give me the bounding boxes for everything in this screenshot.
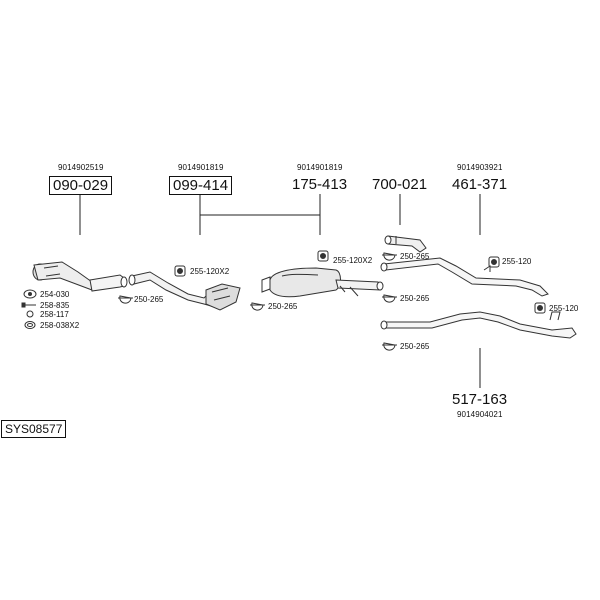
front-pipe-part[interactable] xyxy=(32,261,128,292)
accessory-label: 255-120 xyxy=(549,304,579,313)
tail-pipe-part[interactable] xyxy=(380,311,577,339)
hanger-icon xyxy=(174,265,186,277)
ring-icon xyxy=(24,321,36,329)
hanger-icon xyxy=(488,256,500,268)
accessory-icons xyxy=(21,250,546,351)
center-muffler-part[interactable] xyxy=(261,267,384,298)
accessory-label: 255-120X2 xyxy=(190,267,230,276)
part-number-label[interactable]: 461-371 xyxy=(452,176,508,193)
connector-pipe-part[interactable] xyxy=(384,235,427,253)
hanger-icon xyxy=(534,302,546,314)
part-number-label[interactable]: 517-163 xyxy=(452,391,508,408)
part-number-label[interactable]: 175-413 xyxy=(292,176,348,193)
accessory-label: 254-030 xyxy=(40,290,70,299)
oem-number: 9014902519 xyxy=(58,163,104,172)
accessory-label: 258-117 xyxy=(40,310,69,319)
part-number-label[interactable]: 099-414 xyxy=(169,176,233,195)
bolt-icon xyxy=(21,302,36,308)
diagram-id-label: SYS08577 xyxy=(1,420,67,438)
oem-number: 9014901819 xyxy=(178,163,224,172)
part-number-label[interactable]: 700-021 xyxy=(372,176,428,193)
leader-lines xyxy=(79,194,481,388)
accessory-label: 250-265 xyxy=(400,342,430,351)
oem-number: 9014904021 xyxy=(457,410,503,419)
oem-number: 9014903921 xyxy=(457,163,503,172)
accessory-label: 250-265 xyxy=(134,295,164,304)
clamp-icon xyxy=(382,294,397,303)
gasket-icon xyxy=(23,289,37,299)
accessory-label: 255-120X2 xyxy=(333,256,373,265)
clamp-icon xyxy=(250,302,265,311)
clamp-icon xyxy=(382,252,397,261)
accessory-label: 250-265 xyxy=(400,294,430,303)
accessory-label: 250-265 xyxy=(400,252,430,261)
intermediate-pipe-part[interactable] xyxy=(380,257,549,297)
accessory-label: 250-265 xyxy=(268,302,298,311)
oem-number: 9014901819 xyxy=(297,163,343,172)
clamp-icon xyxy=(382,342,397,351)
clamp-icon xyxy=(118,295,133,304)
part-number-label[interactable]: 090-029 xyxy=(49,176,113,195)
hanger-icon xyxy=(317,250,329,262)
accessory-label: 258-835 xyxy=(40,301,70,310)
accessory-label: 255-120 xyxy=(502,257,532,266)
accessory-label: 258-038X2 xyxy=(40,321,80,330)
catalyst-pipe-part[interactable] xyxy=(128,271,241,311)
washer-icon xyxy=(26,310,34,318)
